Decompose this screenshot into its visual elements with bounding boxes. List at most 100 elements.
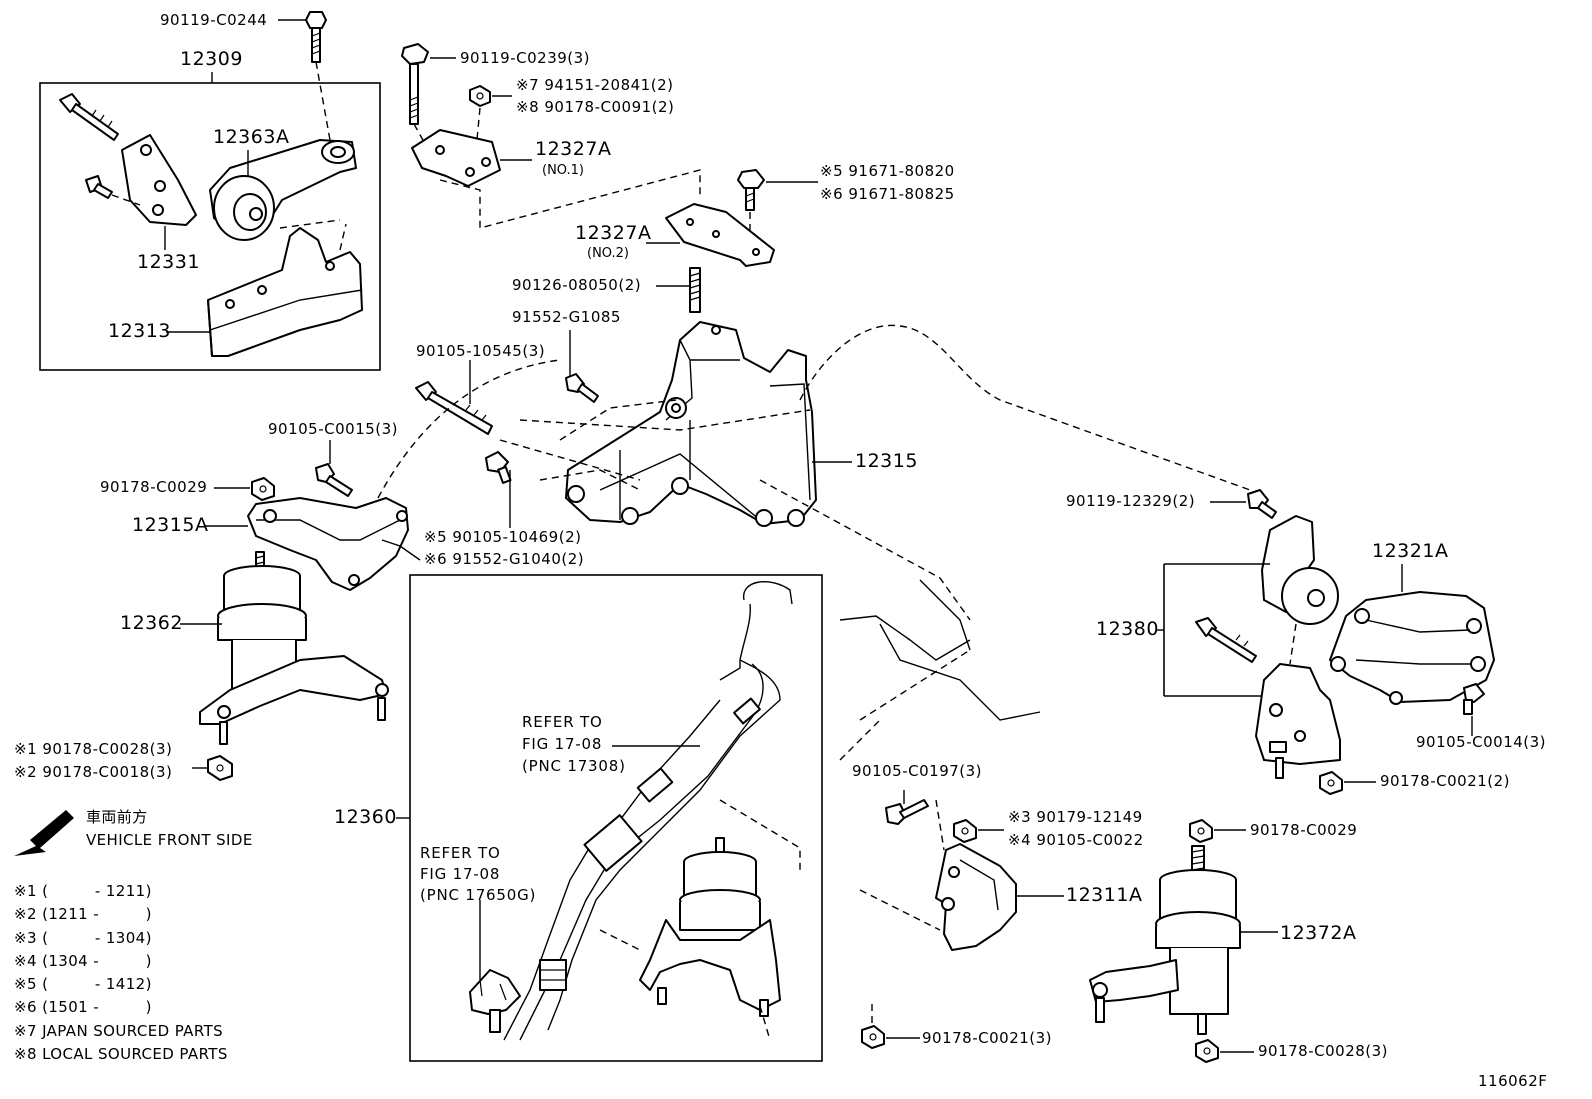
stud-12380-bottom [1275,757,1284,779]
bolt-90105-c0015 [315,463,353,497]
label-90105-c0014: 90105-C0014(3) [1416,733,1547,751]
bolt-90119-c0239 [401,43,429,125]
front-arrow-icon [14,810,74,856]
bolt-90105-10469 [485,451,512,484]
label-90178-c0028-right: 90178-C0028(3) [1258,1042,1389,1060]
bracket-12327a-no2 [665,203,775,267]
label-12327a-no2-sub: (NO.2) [587,246,629,261]
refer2-line2: FIG 17-08 [420,865,501,883]
label-note8-90178-c0091: ※8 90178-C0091(2) [516,98,675,116]
nut-90179-12149 [953,819,977,843]
nut-90178-c0021-right [1319,771,1343,795]
mount-12372a-studs [1095,997,1207,1035]
label-12372a: 12372A [1280,922,1357,944]
bolt-90105-c0014 [1463,683,1485,715]
refer1-line2: FIG 17-08 [522,735,603,753]
label-12315a: 12315A [132,514,209,536]
engine-bracket-12315 [565,321,817,527]
label-90178-c0021-right: 90178-C0021(2) [1380,772,1511,790]
legend-note: ※4 (1304 - ) [14,951,152,970]
label-90105-10545: 90105-10545(3) [416,342,546,360]
vacuum-hose [503,581,793,1041]
engine-mount-12372a [1089,845,1241,1015]
nut-90178-c0029-left [251,477,275,501]
bracket-12313 [207,227,363,357]
legend-note: ※7 JAPAN SOURCED PARTS [14,1021,224,1040]
label-note6-91671-80825: ※6 91671-80825 [820,185,955,203]
bolt-90105-c0197 [885,799,929,825]
bracket-12380 [1255,515,1341,765]
refer2-line3: (PNC 17650G) [420,886,537,904]
label-12315: 12315 [855,450,918,472]
legend-note: ※3 ( - 1304) [14,928,152,947]
label-note2-90178-c0018: ※2 90178-C0018(3) [14,763,173,781]
label-90119-c0244: 90119-C0244 [160,11,268,29]
bracket-12331 [121,134,197,226]
refer1-line3: (PNC 17308) [522,757,626,775]
box-12309 [39,82,381,371]
label-90126-08050: 90126-08050(2) [512,276,642,294]
bolt-90119-12329 [1247,489,1277,519]
bracket-12321a [1329,591,1495,705]
bolt-90105-10545 [415,381,493,435]
label-90178-c0021-bottom: 90178-C0021(3) [922,1029,1053,1047]
vacuum-valve [469,969,521,1033]
bolt-12331-short [85,175,113,199]
label-12360: 12360 [334,806,397,828]
label-12313: 12313 [108,320,171,342]
engine-mount-12362 [199,551,389,725]
label-12363a: 12363A [213,126,290,148]
legend-note: ※8 LOCAL SOURCED PARTS [14,1045,228,1064]
bolt-91671 [737,169,765,211]
nut-94151 [469,85,491,107]
refer1-line1: REFER TO [522,713,603,731]
legend-note: ※1 ( - 1211) [14,882,152,900]
label-91552-g1085: 91552-G1085 [512,308,621,326]
label-90105-c0197: 90105-C0197(3) [852,762,983,780]
legend-notes: ※1 ( - 1211) ※2 (1211 - ) ※3 ( - 1304) ※… [14,882,228,1068]
legend-note: ※6 (1501 - ) [14,998,152,1017]
hose-clip [539,959,567,991]
bolt-12380-long [1195,617,1257,663]
label-12321a: 12321A [1372,540,1449,562]
illustration-id: 116062F [1478,1072,1548,1090]
label-note3-90179-12149: ※3 90179-12149 [1008,808,1143,826]
legend-note: ※5 ( - 1412) [14,975,152,994]
mount-12362-studs [219,697,386,745]
nut-90178-c0021-bottom [861,1025,885,1049]
label-note5-90105-10469: ※5 90105-10469(2) [424,528,582,546]
label-90178-c0029-right: 90178-C0029 [1250,821,1358,839]
label-note4-90105-c0022: ※4 90105-C0022 [1008,831,1144,849]
label-note6-91552-g1040: ※6 91552-G1040(2) [424,550,585,568]
legend-front-jp: 車両前方 [86,808,148,826]
label-12327a-no2: 12327A [575,222,652,244]
label-12311a: 12311A [1066,884,1143,906]
label-12380: 12380 [1096,618,1159,640]
bolt-12331-long [59,93,119,141]
bolt-91552-g1085 [565,373,599,403]
label-note7-94151: ※7 94151-20841(2) [516,76,674,94]
bracket-12327a-no1 [411,129,501,187]
label-90119-c0239: 90119-C0239(3) [460,49,591,67]
label-12331: 12331 [137,251,200,273]
legend-note: ※2 (1211 - ) [14,905,152,924]
nut-90178-c0028-left [207,755,233,781]
refer2-line1: REFER TO [420,844,501,862]
bracket-12315a [247,497,409,591]
nut-90178-c0029-right [1189,819,1213,843]
label-note5-91671-80820: ※5 91671-80820 [820,162,955,180]
label-12362: 12362 [120,612,183,634]
engine-mount-box [639,837,781,1017]
label-note1-90178-c0028: ※1 90178-C0028(3) [14,740,173,758]
label-12327a-no1-sub: (NO.1) [542,163,584,178]
label-12327a-no1: 12327A [535,138,612,160]
bolt-90119-c0244 [305,11,327,63]
nut-90178-c0028-right [1195,1039,1219,1063]
stud-90126 [689,267,701,313]
torque-rod-12363a [209,139,357,241]
bracket-12311a [935,843,1017,951]
label-90178-c0029-left: 90178-C0029 [100,478,208,496]
legend-front-en: VEHICLE FRONT SIDE [86,831,253,849]
